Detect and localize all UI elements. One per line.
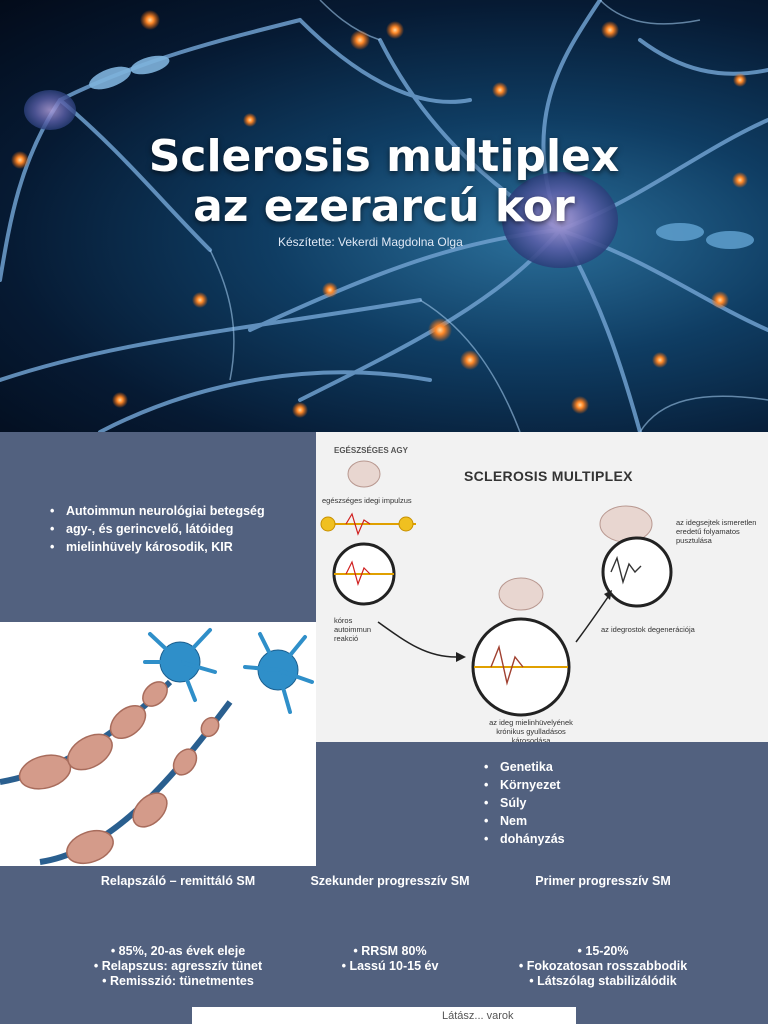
healthy-brain-label: EGÉSZSÉGES AGY [334, 446, 408, 455]
type-header: Szekunder progresszív SM [310, 874, 470, 888]
list-item: agy-, és gerincvelő, látóideg [50, 520, 265, 538]
list-item: Nem [484, 812, 565, 830]
list-item: Környezet [484, 776, 565, 794]
author-credit: Készítette: Vekerdi Magdolna Olga [278, 235, 463, 249]
list-item: dohányzás [484, 830, 565, 848]
myelin-damage-label: az ideg mielinhüvelyének krónikus gyulla… [489, 718, 573, 742]
type-bullets: RRSM 80% Lassú 10-15 év [262, 944, 518, 974]
type-bullets: 85%, 20-as évek eleje Relapszus: agressz… [50, 944, 306, 989]
autoimmune-label: kóros autoimmun reakció [334, 616, 372, 643]
hero-banner: Sclerosis multiplex az ezerarcú kor Kész… [0, 0, 768, 432]
degeneration-label: az idegrostok degenerációja [601, 625, 695, 634]
list-item: 15-20% [475, 944, 731, 959]
type-bullets: 15-20% Fokozatosan rosszabbodik Látszóla… [475, 944, 731, 989]
cell-death-label: az idegsejtek ismeretlen eredetű folyama… [676, 518, 757, 545]
list-item: Lassú 10-15 év [262, 959, 518, 974]
list-item: Relapszus: agresszív tünet [50, 959, 306, 974]
type-header: Primer progresszív SM [535, 874, 671, 888]
list-item: 85%, 20-as évek eleje [50, 944, 306, 959]
footer-partial-text: Látász... varok [442, 1010, 514, 1022]
neuron-illustration [0, 0, 768, 432]
list-item: mielinhüvely károsodik, KIR [50, 538, 265, 556]
list-item: RRSM 80% [262, 944, 518, 959]
footer-image-strip: Látász... varok [192, 1007, 576, 1024]
type-header: Relapszáló – remittáló SM [100, 874, 256, 888]
myelin-illustration [0, 622, 316, 866]
risk-factor-bullets: Genetika Környezet Súly Nem dohányzás [484, 758, 565, 848]
list-item: Remisszió: tünetmentes [50, 974, 306, 989]
list-item: Autoimmun neurológiai betegség [50, 502, 265, 520]
list-item: Súly [484, 794, 565, 812]
page-title: Sclerosis multiplex az ezerarcú kor [0, 132, 768, 232]
title-line-1: Sclerosis multiplex [148, 131, 620, 182]
ms-diagram: EGÉSZSÉGES AGY SCLEROSIS MULTIPLEX egész… [316, 432, 768, 742]
list-item: Fokozatosan rosszabbodik [475, 959, 731, 974]
healthy-impulse-label: egészséges idegi impulzus [322, 496, 412, 505]
intro-panel: Autoimmun neurológiai betegség agy-, és … [0, 432, 316, 622]
diagram-title: SCLEROSIS MULTIPLEX [464, 468, 633, 484]
intro-bullets: Autoimmun neurológiai betegség agy-, és … [50, 502, 265, 556]
list-item: Látszólag stabilizálódik [475, 974, 731, 989]
ms-types-section: Relapszáló – remittáló SM 85%, 20-as éve… [0, 866, 768, 1008]
list-item: Genetika [484, 758, 565, 776]
title-line-2: az ezerarcú kor [193, 181, 575, 232]
risk-factors-panel: Genetika Környezet Súly Nem dohányzás [316, 742, 768, 866]
